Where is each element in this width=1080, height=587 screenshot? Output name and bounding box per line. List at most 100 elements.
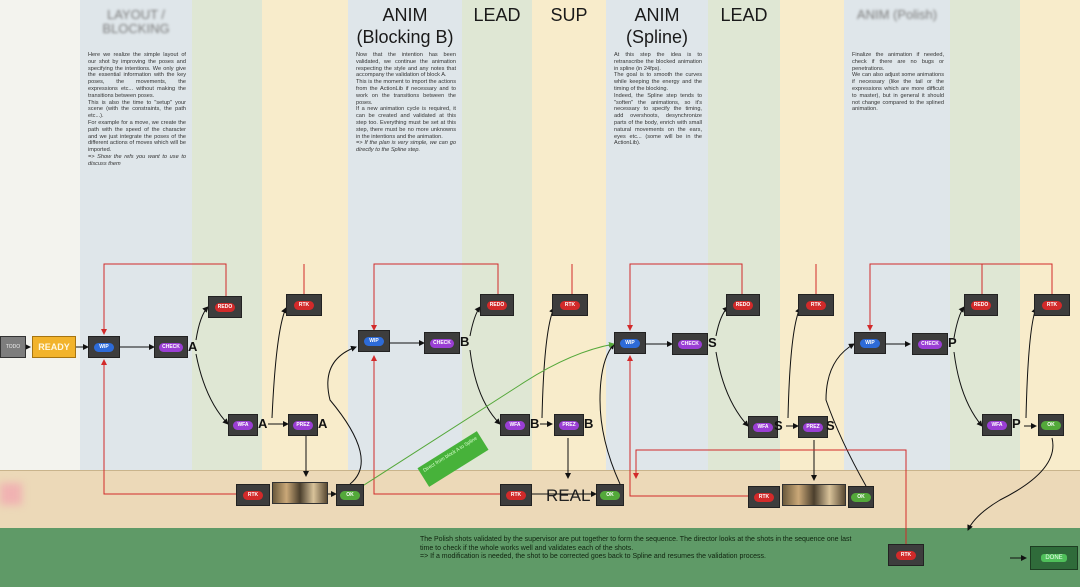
wfa-node-p[interactable]: WFA [982, 414, 1012, 436]
column-heading-lead-s: LEAD [720, 5, 768, 25]
column-polish: ANIM (Polish) Finalize the animation if … [844, 0, 950, 470]
ok-node-real-b[interactable]: OK [596, 484, 624, 506]
rtk-node-b[interactable]: RTK [552, 294, 588, 316]
real-label: REAL [546, 486, 591, 505]
column-heading-layout: LAYOUT / BLOCKING [102, 7, 170, 36]
suffix-b-check: B [460, 334, 470, 349]
wip-node-b[interactable]: WIP [358, 330, 390, 352]
loop-redo-wip-s [627, 263, 743, 331]
final-description: The Polish shots validated by the superv… [420, 536, 852, 561]
edge-ok-wip-b [327, 345, 362, 485]
wfa-node-s[interactable]: WFA [748, 416, 778, 438]
loop-redo-wip-b [371, 263, 499, 331]
edge-wfa-rtk-b [541, 307, 555, 419]
loop-real-rtk-wip-s [627, 355, 748, 497]
column-text-polish: Finalize the animation if needed, check … [852, 52, 944, 113]
column-lead-a [192, 0, 262, 470]
todo-node[interactable]: TODO [0, 336, 26, 358]
loop-final-rtk-spline [633, 449, 907, 544]
edge-wfa-rtk-p [1025, 307, 1038, 419]
loop-redo-wip-p [867, 263, 983, 331]
prez-node-b[interactable]: PREZ [554, 414, 584, 436]
edge-skip-to-spline [349, 341, 615, 495]
column-anim-spline: ANIM (Spline) At this step the idea is t… [606, 0, 708, 470]
suffix-p-check: P [948, 335, 957, 350]
redo-node-a[interactable]: REDO [208, 296, 242, 318]
wfa-node-b[interactable]: WFA [500, 414, 530, 436]
column-lead-b: LEAD [462, 0, 532, 470]
ok-node-real-s[interactable]: OK [848, 486, 874, 508]
column-sup-s [780, 0, 844, 470]
wip-node-s[interactable]: WIP [614, 332, 646, 354]
column-text-anim-spline: At this step the idea is to retranscribe… [614, 52, 702, 147]
column-heading-lead-b: LEAD [473, 5, 521, 25]
column-sup-b: SUP [532, 0, 606, 470]
loop-redo-wip-a [101, 263, 227, 335]
rtk-node-p[interactable]: RTK [1034, 294, 1070, 316]
check-node-p[interactable]: CHECK [912, 333, 948, 355]
rtk-node-final[interactable]: RTK [888, 544, 924, 566]
rtk-node-real-b[interactable]: RTK [500, 484, 532, 506]
check-node-a[interactable]: CHECK [154, 336, 188, 358]
blurred-node-left [0, 483, 22, 505]
column-heading-polish: ANIM (Polish) [856, 7, 938, 22]
redo-node-s[interactable]: REDO [726, 294, 760, 316]
wfa-node-a[interactable]: WFA [228, 414, 258, 436]
edge-check-wfa-p [953, 351, 983, 427]
prez-node-s[interactable]: PREZ [798, 416, 828, 438]
suffix-s-prez: S [826, 418, 835, 433]
suffix-p-wfa: P [1012, 416, 1021, 431]
suffix-b-prez: B [584, 416, 594, 431]
column-heading-anim-spline: ANIM (Spline) [625, 5, 689, 47]
wip-node-a[interactable]: WIP [88, 336, 120, 358]
suffix-s-check: S [708, 335, 717, 350]
edge-check-wfa-b [469, 349, 501, 425]
ready-node[interactable]: READY [32, 336, 76, 358]
prez-node-a[interactable]: PREZ [288, 414, 318, 436]
column-lead-p [950, 0, 1020, 470]
rtk-node-real-a[interactable]: RTK [236, 484, 270, 506]
check-node-s[interactable]: CHECK [672, 333, 708, 355]
suffix-a-prez: A [318, 416, 328, 431]
edge-ok-final [967, 437, 1054, 531]
edge-check-wfa-s [715, 351, 749, 427]
redo-node-p[interactable]: REDO [964, 294, 998, 316]
loop-real-rtk-wip-b [371, 355, 500, 495]
column-heading-anim-blocking: ANIM (Blocking B) [356, 5, 454, 47]
loop-rtk-p [982, 263, 1053, 296]
done-node[interactable]: DONE [1030, 546, 1078, 570]
loop-real-rtk-wip-a [101, 359, 254, 495]
edge-check-redo-a [195, 306, 209, 341]
column-anim-blocking: ANIM (Blocking B) Now that the intention… [348, 0, 462, 470]
check-node-b[interactable]: CHECK [424, 332, 460, 354]
edge-wfa-rtk-s [787, 307, 801, 419]
rtk-node-a[interactable]: RTK [286, 294, 322, 316]
suffix-a-check: A [188, 339, 198, 354]
suffix-b-wfa: B [530, 416, 540, 431]
suffix-a-wfa: A [258, 416, 268, 431]
shot-thumbnail-s [782, 484, 846, 506]
edge-ok-wip-p [825, 343, 867, 487]
edge-check-redo-p [953, 306, 965, 339]
column-lead-s: LEAD [708, 0, 780, 470]
edge-check-wfa-a [195, 353, 229, 425]
rtk-node-s[interactable]: RTK [798, 294, 834, 316]
edge-wfa-rtk-a [271, 307, 287, 419]
column-sup-p [1020, 0, 1080, 470]
column-sup-a [262, 0, 348, 470]
edge-ok-wip-s [599, 343, 621, 485]
column-text-anim-blocking: Now that the intention has been validate… [356, 52, 456, 154]
edge-check-redo-b [469, 306, 481, 337]
redo-node-b[interactable]: REDO [480, 294, 514, 316]
wip-node-p[interactable]: WIP [854, 332, 886, 354]
column-heading-sup-b: SUP [550, 5, 588, 25]
ok-node-real-a[interactable]: OK [336, 484, 364, 506]
column-layout: LAYOUT / BLOCKING Here we realize the si… [80, 0, 192, 470]
column-text-layout: Here we realize the simple layout of our… [88, 52, 186, 167]
column-todo [0, 0, 80, 470]
ok-node-p[interactable]: OK [1038, 414, 1064, 436]
rtk-node-real-s[interactable]: RTK [748, 486, 780, 508]
suffix-s-wfa: S [774, 418, 783, 433]
